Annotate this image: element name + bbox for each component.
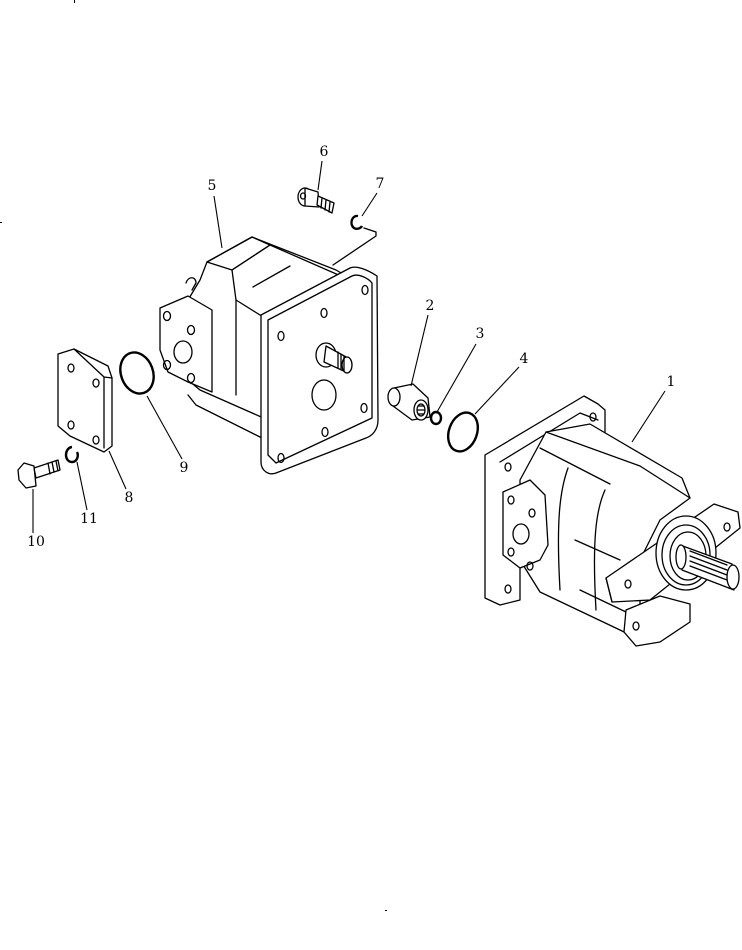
part-1-main-pump[interactable] [484, 395, 741, 647]
part-9-o-ring[interactable] [115, 348, 159, 398]
callout-10: 10 [27, 534, 45, 550]
scan-speck [74, 0, 75, 3]
leader-5 [213, 195, 223, 249]
leader-4 [474, 366, 520, 415]
scan-speck [0, 222, 2, 223]
leader-11 [76, 461, 88, 511]
part-11-washer[interactable] [64, 445, 79, 464]
part-10-bolt[interactable] [17, 459, 61, 489]
part-7-washer[interactable] [332, 214, 377, 266]
leader-1 [631, 390, 666, 443]
scan-speck [385, 910, 387, 911]
callout-1: 1 [666, 374, 676, 390]
callout-3: 3 [475, 326, 485, 342]
part-3-snap-ring[interactable] [429, 410, 443, 426]
leader-lines [32, 160, 666, 533]
leader-9 [146, 395, 183, 460]
callout-7: 7 [375, 176, 385, 192]
part-2-coupling[interactable] [387, 383, 431, 421]
part-4-o-ring[interactable] [443, 408, 483, 455]
part-5-auxiliary-pump[interactable] [159, 236, 379, 475]
leader-8 [108, 450, 127, 490]
callout-6: 6 [319, 144, 329, 160]
callout-4: 4 [519, 351, 529, 367]
leader-6 [317, 160, 323, 191]
leader-7 [361, 192, 378, 217]
callout-9: 9 [179, 460, 189, 476]
callout-11: 11 [80, 511, 98, 527]
leader-3 [436, 343, 477, 413]
part-6-bolt[interactable] [297, 187, 335, 214]
callout-2: 2 [425, 298, 435, 314]
callout-5: 5 [207, 178, 217, 194]
callout-8: 8 [124, 490, 134, 506]
part-8-cover-plate[interactable] [57, 348, 113, 453]
leader-2 [410, 314, 429, 387]
